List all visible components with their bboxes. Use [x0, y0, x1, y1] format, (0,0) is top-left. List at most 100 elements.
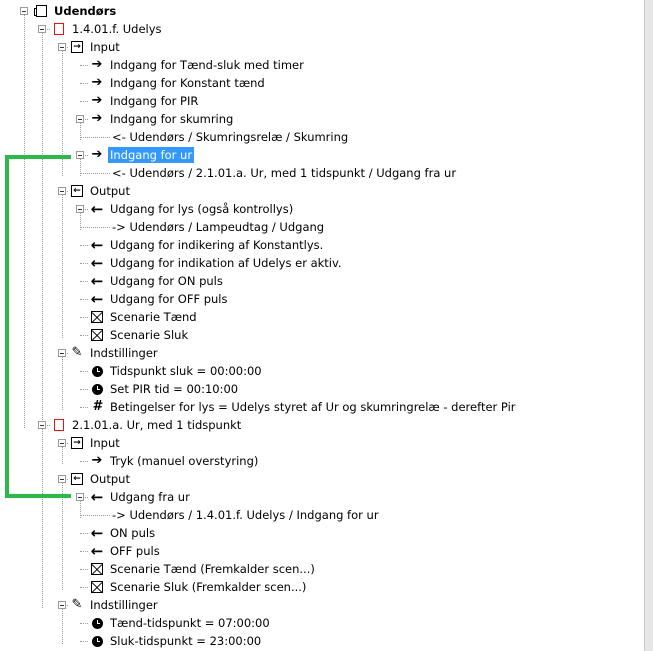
tree-node[interactable]: ←Output [0, 470, 640, 488]
tree-connector [80, 227, 110, 228]
tree-node-label: Sluk-tidspunkt = 23:00:00 [110, 634, 262, 648]
tree-connector [80, 371, 88, 372]
collapse-icon[interactable] [58, 187, 66, 195]
tree-node[interactable]: 1.4.01.f. Udelys [0, 20, 640, 38]
collapse-icon[interactable] [76, 205, 84, 213]
tree-connector [80, 245, 88, 246]
tree-node[interactable]: ✎ Indstillinger [0, 344, 640, 362]
settings-icon: ✎ [71, 345, 83, 360]
output-icon: ← [70, 184, 84, 198]
tree-node[interactable]: → Input [0, 434, 640, 452]
tree-connector [80, 569, 88, 570]
tree-node[interactable]: ←ON puls [0, 524, 640, 542]
scene-icon [90, 580, 104, 594]
collapse-icon[interactable] [58, 601, 66, 609]
tree-node[interactable]: ➔Tryk (manuel overstyring) [0, 452, 640, 470]
tree-node-label: Tænd-tidspunkt = 07:00:00 [110, 616, 270, 630]
tree-node[interactable]: ←Udgang for indikering af Konstantlys. [0, 236, 640, 254]
tree-node[interactable]: Scenarie Tænd (Fremkalder scen...) [0, 560, 640, 578]
scene-icon [90, 310, 104, 324]
tree-guide-line [62, 50, 63, 176]
tree-node-label: Indstillinger [90, 346, 158, 360]
module-icon [52, 418, 66, 432]
tree-node[interactable]: ←Udgang for indikation af Udelys er akti… [0, 254, 640, 272]
clock-icon [90, 616, 104, 630]
tree-link-node[interactable]: -> Udendørs / 1.4.01.f. Udelys / Indgang… [0, 506, 640, 524]
tree-node-label: <- Udendørs / Skumringsrelæ / Skumring [112, 130, 349, 144]
tree-node-label: Scenarie Sluk [110, 328, 189, 342]
collapse-icon[interactable] [38, 25, 46, 33]
tree-node[interactable]: Udendørs [0, 2, 640, 20]
arrow-left-icon: ← [90, 254, 104, 272]
tree-node-label: -> Udendørs / 1.4.01.f. Udelys / Indgang… [112, 508, 379, 522]
tree-node-label: Output [90, 472, 130, 486]
tree-connector [80, 263, 88, 264]
tree-node[interactable]: ➔ Indgang for PIR [0, 92, 640, 110]
arrow-right-icon: ➔ [91, 111, 103, 126]
tree-node[interactable]: ➔Indgang for Tænd-sluk med timer [0, 56, 640, 74]
collapse-icon[interactable] [58, 475, 66, 483]
tree-node-label: OFF puls [110, 544, 160, 558]
tree-connector [80, 461, 88, 462]
tree-node[interactable]: Scenarie Sluk (Fremkalder scen...) [0, 578, 640, 596]
tree-node[interactable]: # Betingelser for lys = Udelys styret af … [0, 398, 640, 416]
tree-node-label: ON puls [110, 526, 156, 540]
input-icon: → [70, 436, 84, 450]
tree-node[interactable]: ➔Indgang for Konstant tænd [0, 74, 640, 92]
tree-node[interactable]: Tænd-tidspunkt = 07:00:00 [0, 614, 640, 632]
tree-node[interactable]: ← OFF puls [0, 542, 640, 560]
arrow-right-icon: ➔ [91, 93, 103, 108]
tree-node[interactable]: ✎Indstillinger [0, 596, 640, 614]
arrow-left-icon: ← [90, 542, 104, 560]
arrow-left-icon: ← [90, 272, 104, 290]
arrow-left-icon: ← [90, 200, 104, 218]
tree-node-label: Output [90, 184, 130, 198]
tree-link-node[interactable]: <- Udendørs / Skumringsrelæ / Skumring [0, 128, 640, 146]
tree-node-label: Input [90, 436, 120, 450]
tree-node-label: Betingelser for lys = Udelys styret af U… [110, 400, 516, 414]
tree-node[interactable]: ←Udgang for ON puls [0, 272, 640, 290]
hash-icon: # [92, 399, 102, 414]
tree-node[interactable]: ←Udgang for OFF puls [0, 290, 640, 308]
tree-guide-line [42, 428, 43, 608]
tree-node[interactable]: →Input [0, 38, 640, 56]
tree-node[interactable]: Set PIR tid = 00:10:00 [0, 380, 640, 398]
arrow-left-icon: ← [90, 236, 104, 254]
tree-node-label: Tidspunkt sluk = 00:00:00 [110, 364, 262, 378]
tree-node-label: Scenarie Tænd [110, 310, 197, 324]
input-icon: → [70, 40, 84, 54]
tree-connector [80, 119, 88, 120]
tree-node[interactable]: ➔Indgang for skumring [0, 110, 640, 128]
tree-node-label: Indgang for Tænd-sluk med timer [110, 58, 304, 72]
tree-guide-line [62, 446, 63, 464]
tree-node[interactable]: Sluk-tidspunkt = 23:00:00 [0, 632, 640, 650]
collapse-icon[interactable] [20, 7, 28, 15]
tree-node-label: Indgang for Konstant tænd [110, 76, 265, 90]
tree-node[interactable]: Scenarie Sluk [0, 326, 640, 344]
tree-node[interactable]: Scenarie Tænd [0, 308, 640, 326]
collapse-icon[interactable] [76, 115, 84, 123]
tree-connector [80, 137, 110, 138]
tree-link-node[interactable]: <- Udendørs / 2.1.01.a. Ur, med 1 tidspu… [0, 164, 640, 182]
tree-node[interactable]: 2.1.01.a. Ur, med 1 tidspunkt [0, 416, 640, 434]
tree-node[interactable]: ➔Indgang for ur [0, 146, 640, 164]
tree-connector [80, 281, 88, 282]
collapse-icon[interactable] [58, 439, 66, 447]
tree-node[interactable]: ←Udgang for lys (også kontrollys) [0, 200, 640, 218]
tree-node[interactable]: ←Udgang fra ur [0, 488, 640, 506]
collapse-icon[interactable] [76, 151, 84, 159]
tree-connector [80, 317, 88, 318]
tree-node[interactable]: Tidspunkt sluk = 00:00:00 [0, 362, 640, 380]
collapse-icon[interactable] [76, 493, 84, 501]
tree-node-label: Indgang for PIR [110, 94, 199, 108]
collapse-icon[interactable] [58, 43, 66, 51]
tree-connector [80, 173, 110, 174]
tree-link-node[interactable]: -> Udendørs / Lampeudtag / Udgang [0, 218, 640, 236]
collapse-icon[interactable] [58, 349, 66, 357]
tree-node[interactable]: ← Output [0, 182, 640, 200]
collapse-icon[interactable] [38, 421, 46, 429]
tree-connector [80, 209, 88, 210]
tree-guide-line [62, 194, 63, 338]
vertical-scrollbar[interactable] [644, 0, 653, 651]
